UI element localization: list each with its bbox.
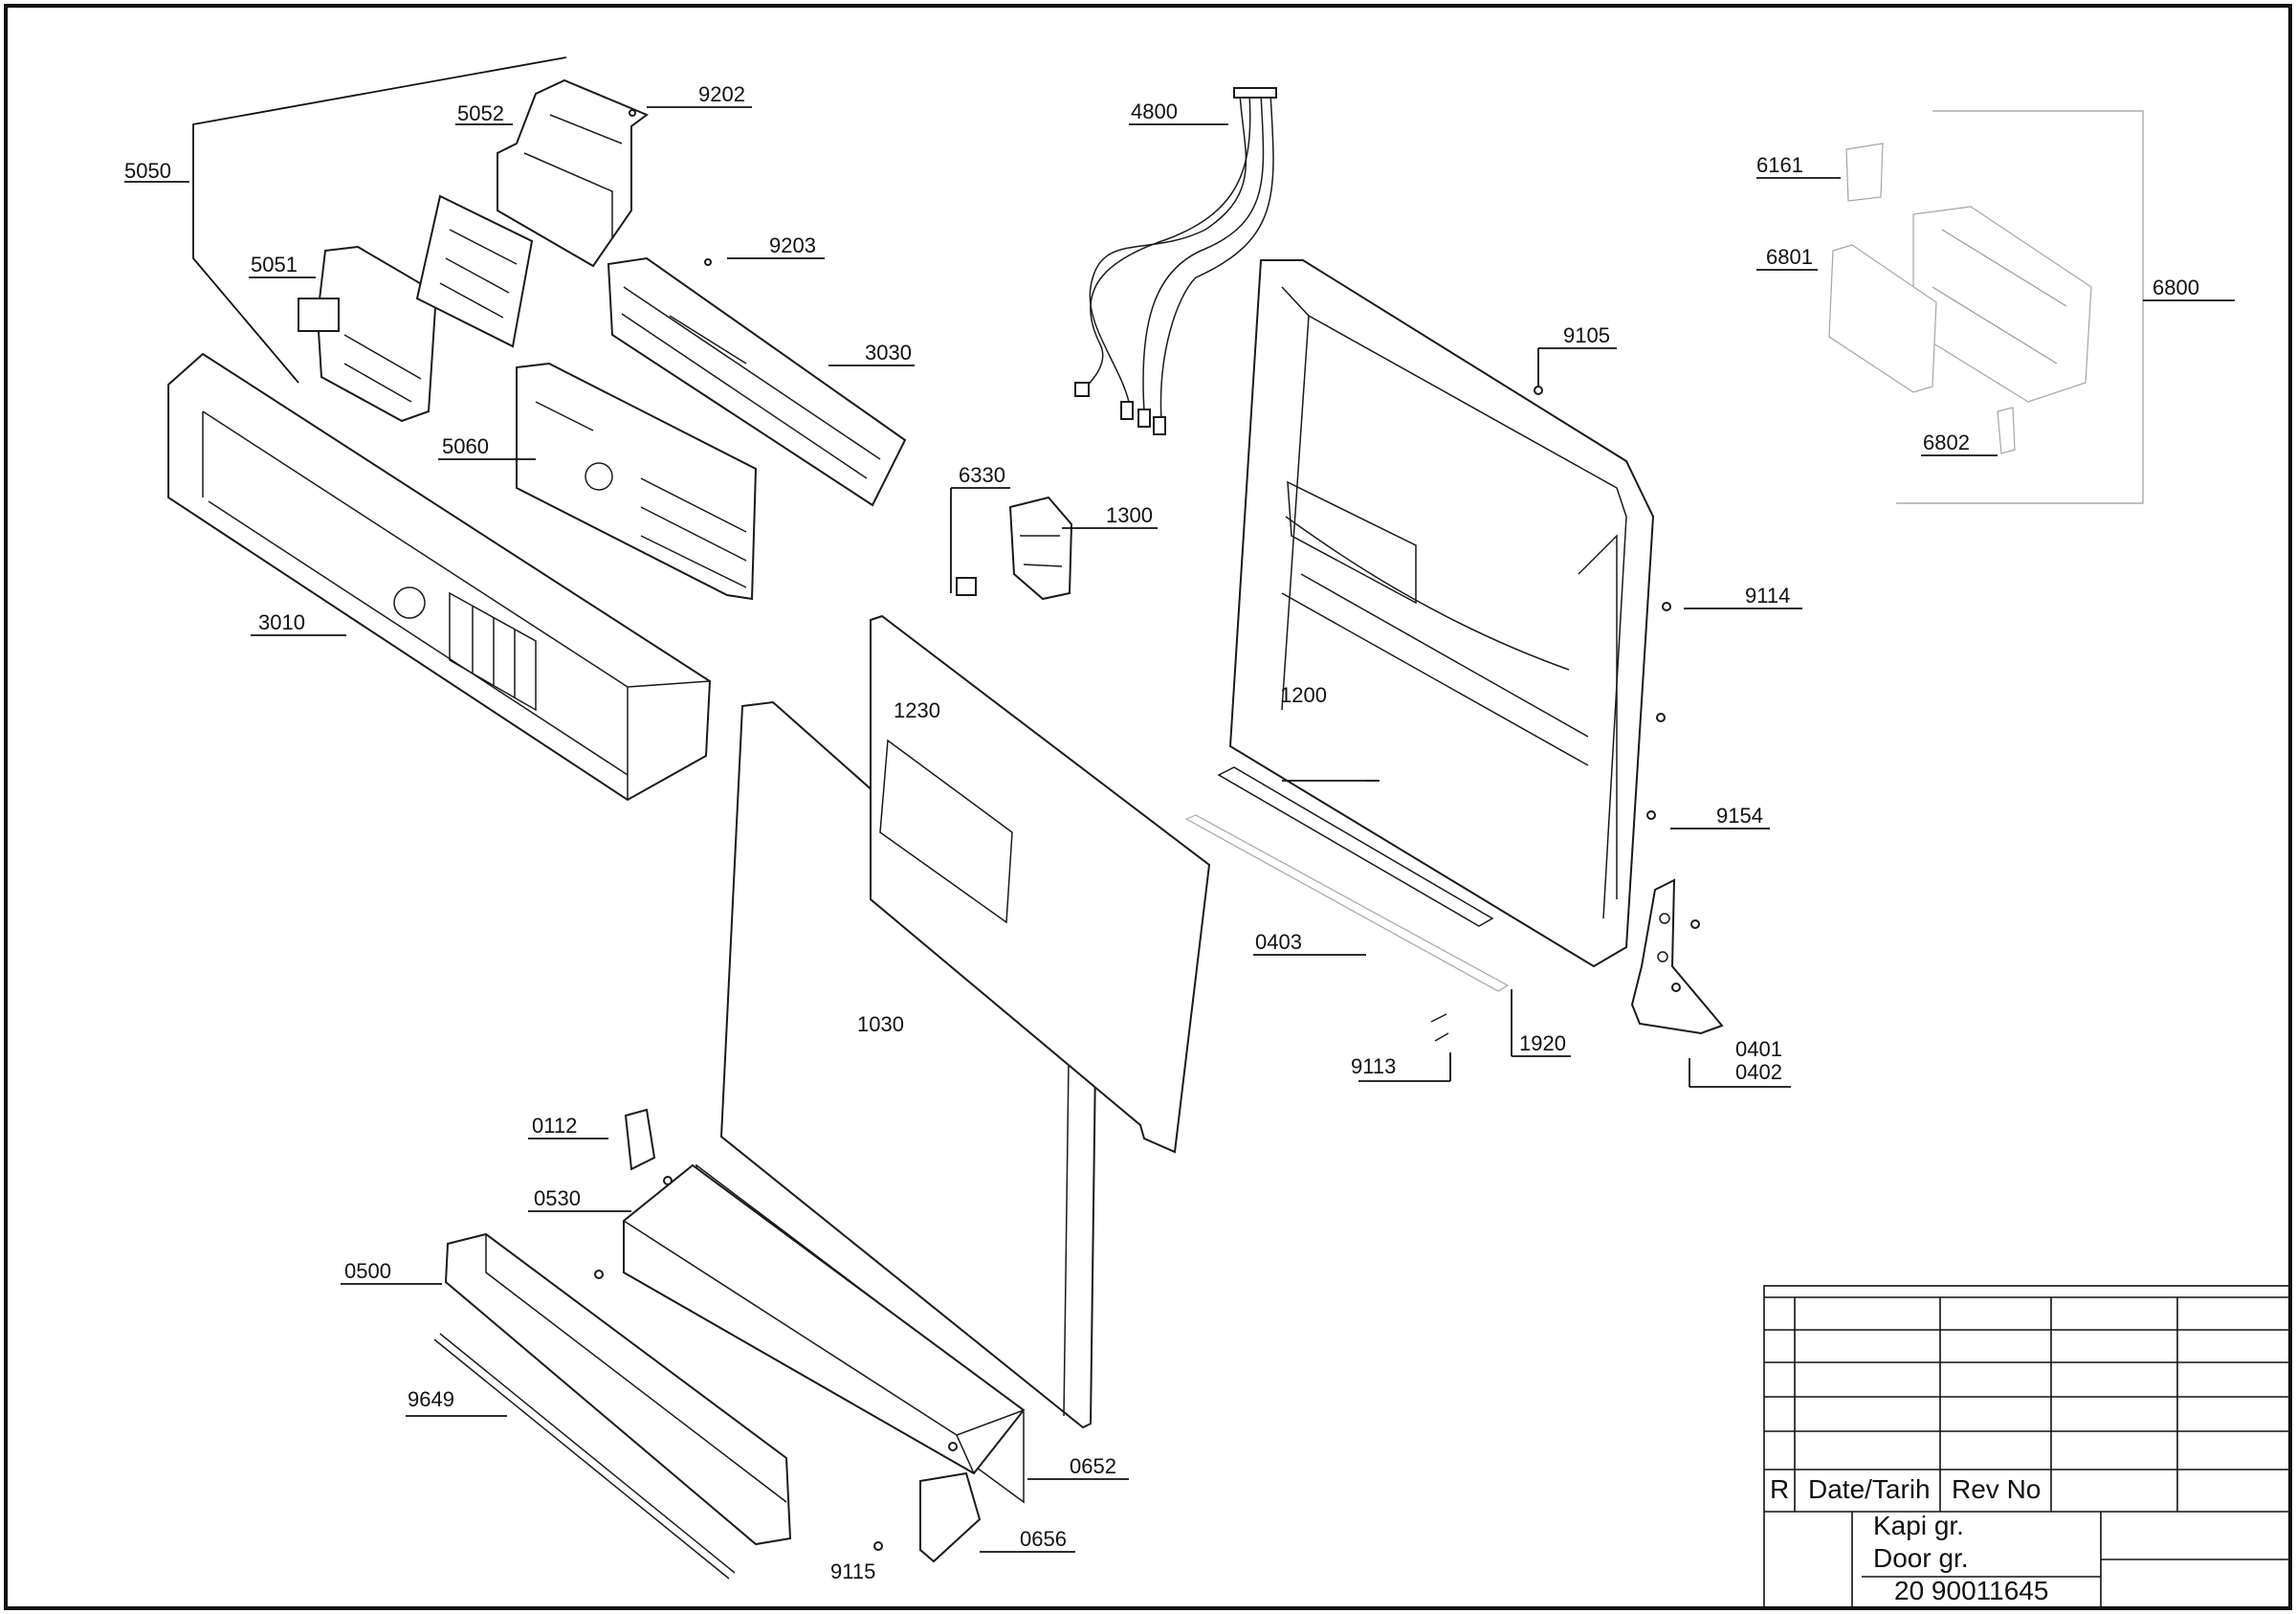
label-3030: 3030 <box>865 341 912 365</box>
part-0403-seal-strip <box>1184 766 1510 992</box>
label-0401: 0401 <box>1735 1037 1782 1061</box>
part-0112-bracket <box>624 1108 656 1171</box>
title-block-date-header: Date/Tarih <box>1808 1474 1931 1504</box>
part-0530-kickplate <box>623 1163 1026 1475</box>
label-6801: 6801 <box>1766 245 1813 269</box>
label-6161: 6161 <box>1756 153 1803 177</box>
label-0652: 0652 <box>1070 1454 1116 1478</box>
part-1230-decor-panel <box>870 614 1211 1154</box>
label-0500: 0500 <box>344 1259 391 1283</box>
leader-lines <box>124 106 2235 1553</box>
label-1300: 1300 <box>1106 503 1153 527</box>
label-0656: 0656 <box>1020 1527 1067 1551</box>
label-9113: 9113 <box>1351 1054 1396 1078</box>
part-pcb-board <box>415 194 534 348</box>
part-1300-door-lock <box>1008 496 1073 601</box>
part-5060-board <box>516 362 758 601</box>
label-1200: 1200 <box>1280 683 1327 707</box>
part-0500-handle <box>444 1232 792 1546</box>
label-5051: 5051 <box>251 253 298 276</box>
label-5060: 5060 <box>442 434 489 458</box>
title-block-rev-marker: R <box>1770 1474 1789 1504</box>
part-4800-wire-harness <box>1074 87 1277 435</box>
label-1230: 1230 <box>894 698 940 722</box>
part-6330-clip <box>956 577 977 596</box>
document-number: 20 90011645 <box>1894 1576 2048 1605</box>
label-6802: 6802 <box>1923 431 1970 454</box>
label-0112: 0112 <box>532 1114 577 1138</box>
part-1200-inner-door <box>1228 259 1655 968</box>
part-3030-frame <box>607 256 907 507</box>
label-6330: 6330 <box>959 463 1005 487</box>
label-3010: 3010 <box>258 610 305 634</box>
sheet-border <box>4 4 2292 1610</box>
part-0656-end-cap <box>919 1471 982 1563</box>
label-6800: 6800 <box>2152 276 2199 299</box>
label-9203: 9203 <box>769 233 816 257</box>
part-6800-dispenser-group <box>1828 110 2144 504</box>
label-1920: 1920 <box>1519 1031 1566 1055</box>
label-9649: 9649 <box>408 1387 454 1411</box>
part-labels: 5050 5052 9202 5051 9203 3030 5060 3010 … <box>124 82 2199 1583</box>
label-9154: 9154 <box>1716 804 1763 828</box>
part-5051-module <box>298 245 438 423</box>
part-0401-hinge <box>1630 878 1724 1035</box>
label-5050: 5050 <box>124 159 171 183</box>
label-0403: 0403 <box>1255 930 1302 954</box>
screws-right <box>1430 386 1700 1042</box>
title-block-rev-no-header: Rev No <box>1952 1474 2041 1504</box>
label-1030: 1030 <box>857 1012 904 1036</box>
label-9115: 9115 <box>830 1559 875 1583</box>
title-block: R Date/Tarih Rev No Kapi gr. Door gr. 20… <box>1763 1285 2291 1609</box>
label-9114: 9114 <box>1745 584 1790 608</box>
label-0530: 0530 <box>534 1186 581 1210</box>
part-3010-fascia <box>167 352 712 802</box>
assembly-name-en: Door gr. <box>1873 1543 1969 1573</box>
label-9105: 9105 <box>1563 323 1610 347</box>
assembly-name-tr: Kapi gr. <box>1873 1511 1964 1540</box>
label-9202: 9202 <box>698 82 745 106</box>
part-9649-strip <box>433 1333 736 1580</box>
label-5052: 5052 <box>457 101 504 125</box>
control-panel-group <box>167 56 907 802</box>
label-4800: 4800 <box>1131 99 1178 123</box>
part-5052-housing <box>497 78 649 268</box>
label-0402: 0402 <box>1735 1060 1782 1084</box>
